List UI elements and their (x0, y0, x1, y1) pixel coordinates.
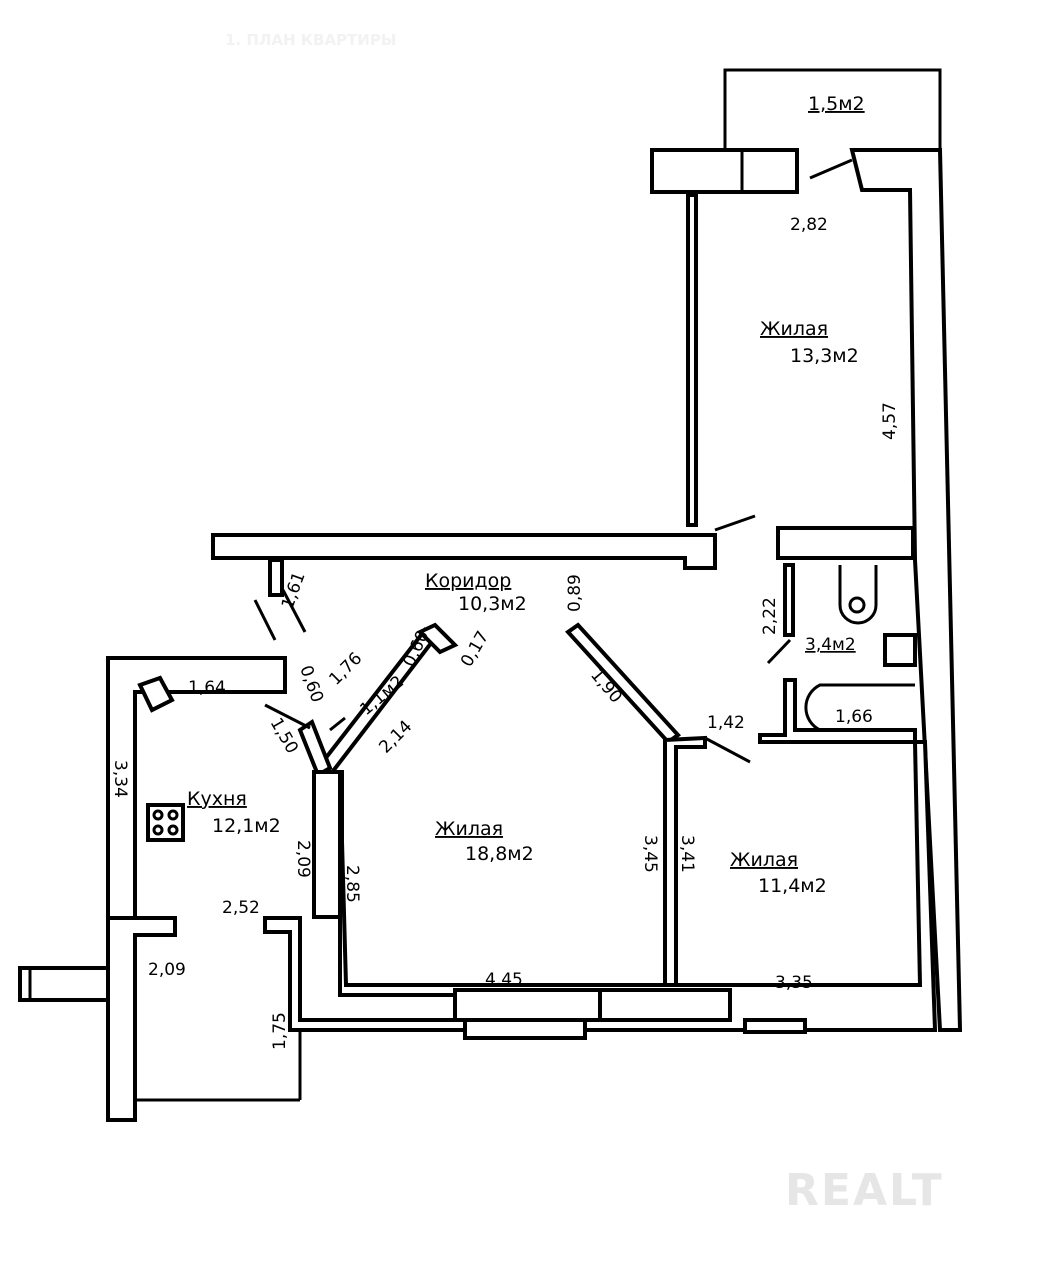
dimension-label: 1,75 (270, 1012, 290, 1050)
room-area: 11,4м2 (758, 875, 827, 897)
dimension-label: 3,34 (110, 760, 130, 798)
dimension-label: 2,09 (148, 960, 186, 980)
dimension-label: 0,17 (457, 628, 493, 671)
dimension-label: 1,76 (325, 649, 366, 690)
dimensions: 2,82 4,57 0,89 1,61 1,76 0,60 0,17 1,64 … (110, 215, 900, 1050)
room-area: 3,4м2 (805, 635, 856, 655)
room-area: 1,1м2 (356, 672, 408, 720)
room-name: Коридор (425, 570, 511, 592)
sink-icon (137, 675, 175, 713)
door-swings (253, 158, 853, 764)
dimension-label: 2,82 (790, 215, 828, 235)
walls (18, 68, 963, 1122)
labels: 1,5м2 Жилая 13,3м2 Коридор 10,3м2 1,1м2 … (187, 93, 865, 897)
room-name: Жилая (760, 318, 828, 340)
room-area: 12,1м2 (212, 815, 281, 837)
dimension-label: 0,89 (565, 574, 585, 612)
washbasin-icon (883, 633, 917, 667)
stove-icon (146, 803, 185, 842)
balcony-area: 1,5м2 (808, 93, 865, 115)
dimension-label: 1,42 (707, 713, 745, 733)
realt-watermark: REALT (785, 1165, 944, 1216)
bathtub-icon (804, 683, 915, 732)
dimension-label: 4,57 (880, 402, 900, 440)
room-area: 13,3м2 (790, 345, 859, 367)
dimension-label: 1,64 (188, 678, 226, 698)
dimension-label: 2,52 (222, 898, 260, 918)
plan-title: 1. ПЛАН КВАРТИРЫ (225, 31, 396, 49)
dimension-label: 1,66 (835, 707, 873, 727)
dimension-label: 3,41 (677, 835, 697, 873)
dimension-label: 0,60 (295, 663, 327, 705)
fixtures (137, 565, 917, 842)
room-name: Жилая (435, 818, 503, 840)
room-area: 10,3м2 (458, 593, 527, 615)
room-name: Кухня (187, 788, 247, 810)
dimension-label: 2,85 (342, 865, 362, 903)
dimension-label: 4,45 (485, 970, 523, 990)
dimension-label: 2,09 (293, 840, 313, 878)
dimension-label: 3,45 (640, 835, 660, 873)
room-name: Жилая (730, 849, 798, 871)
dimension-label: 3,35 (775, 973, 813, 993)
toilet-icon (838, 565, 878, 625)
room-area: 18,8м2 (465, 843, 534, 865)
dimension-label: 2,22 (760, 597, 780, 635)
dimension-label: 2,14 (375, 717, 416, 758)
